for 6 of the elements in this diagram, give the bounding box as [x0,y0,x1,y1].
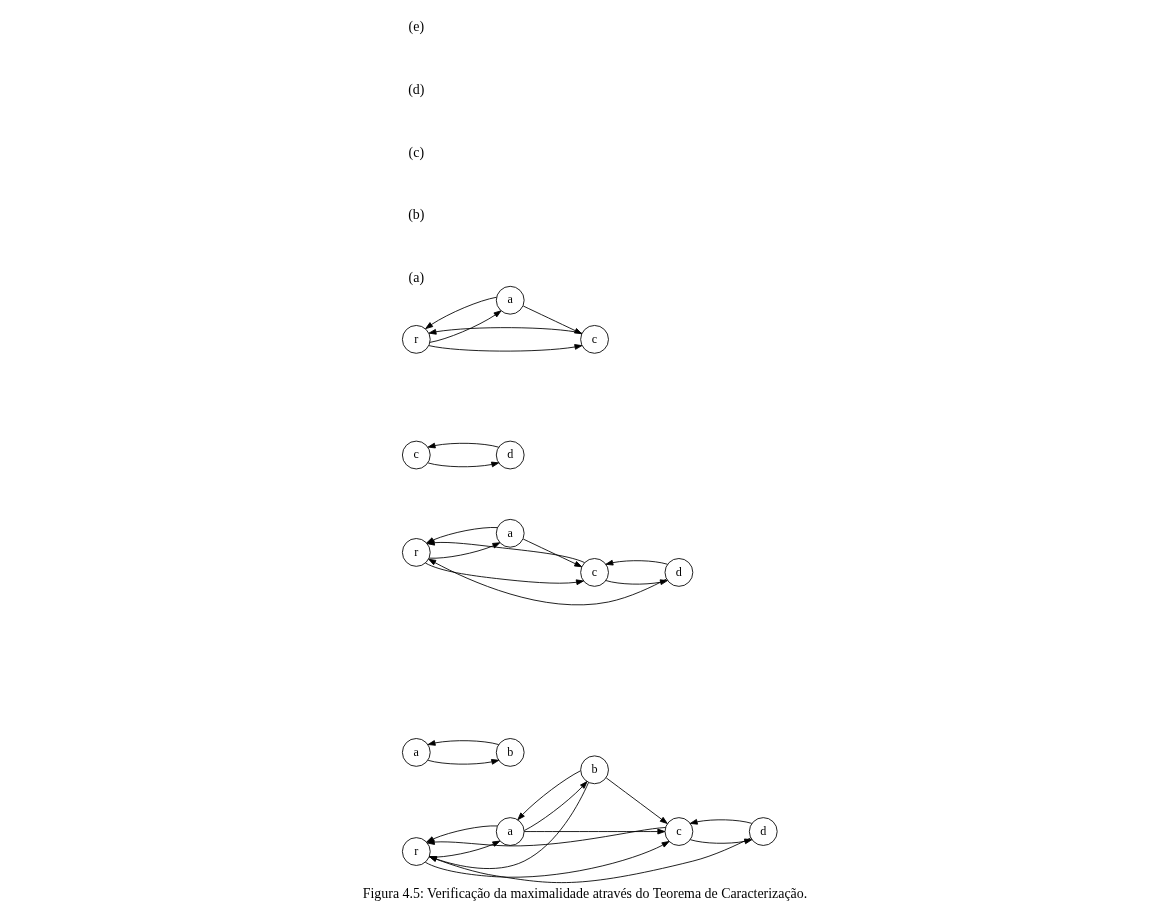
label: (e) [408,19,425,35]
label: (b) [408,207,425,223]
label: (d) [408,81,425,97]
caption: Figura 4.5: Verificação da maximalidade através do Teorema de Caracterização. [362,885,808,901]
label: (c) [408,144,425,160]
label: (a) [408,269,425,285]
